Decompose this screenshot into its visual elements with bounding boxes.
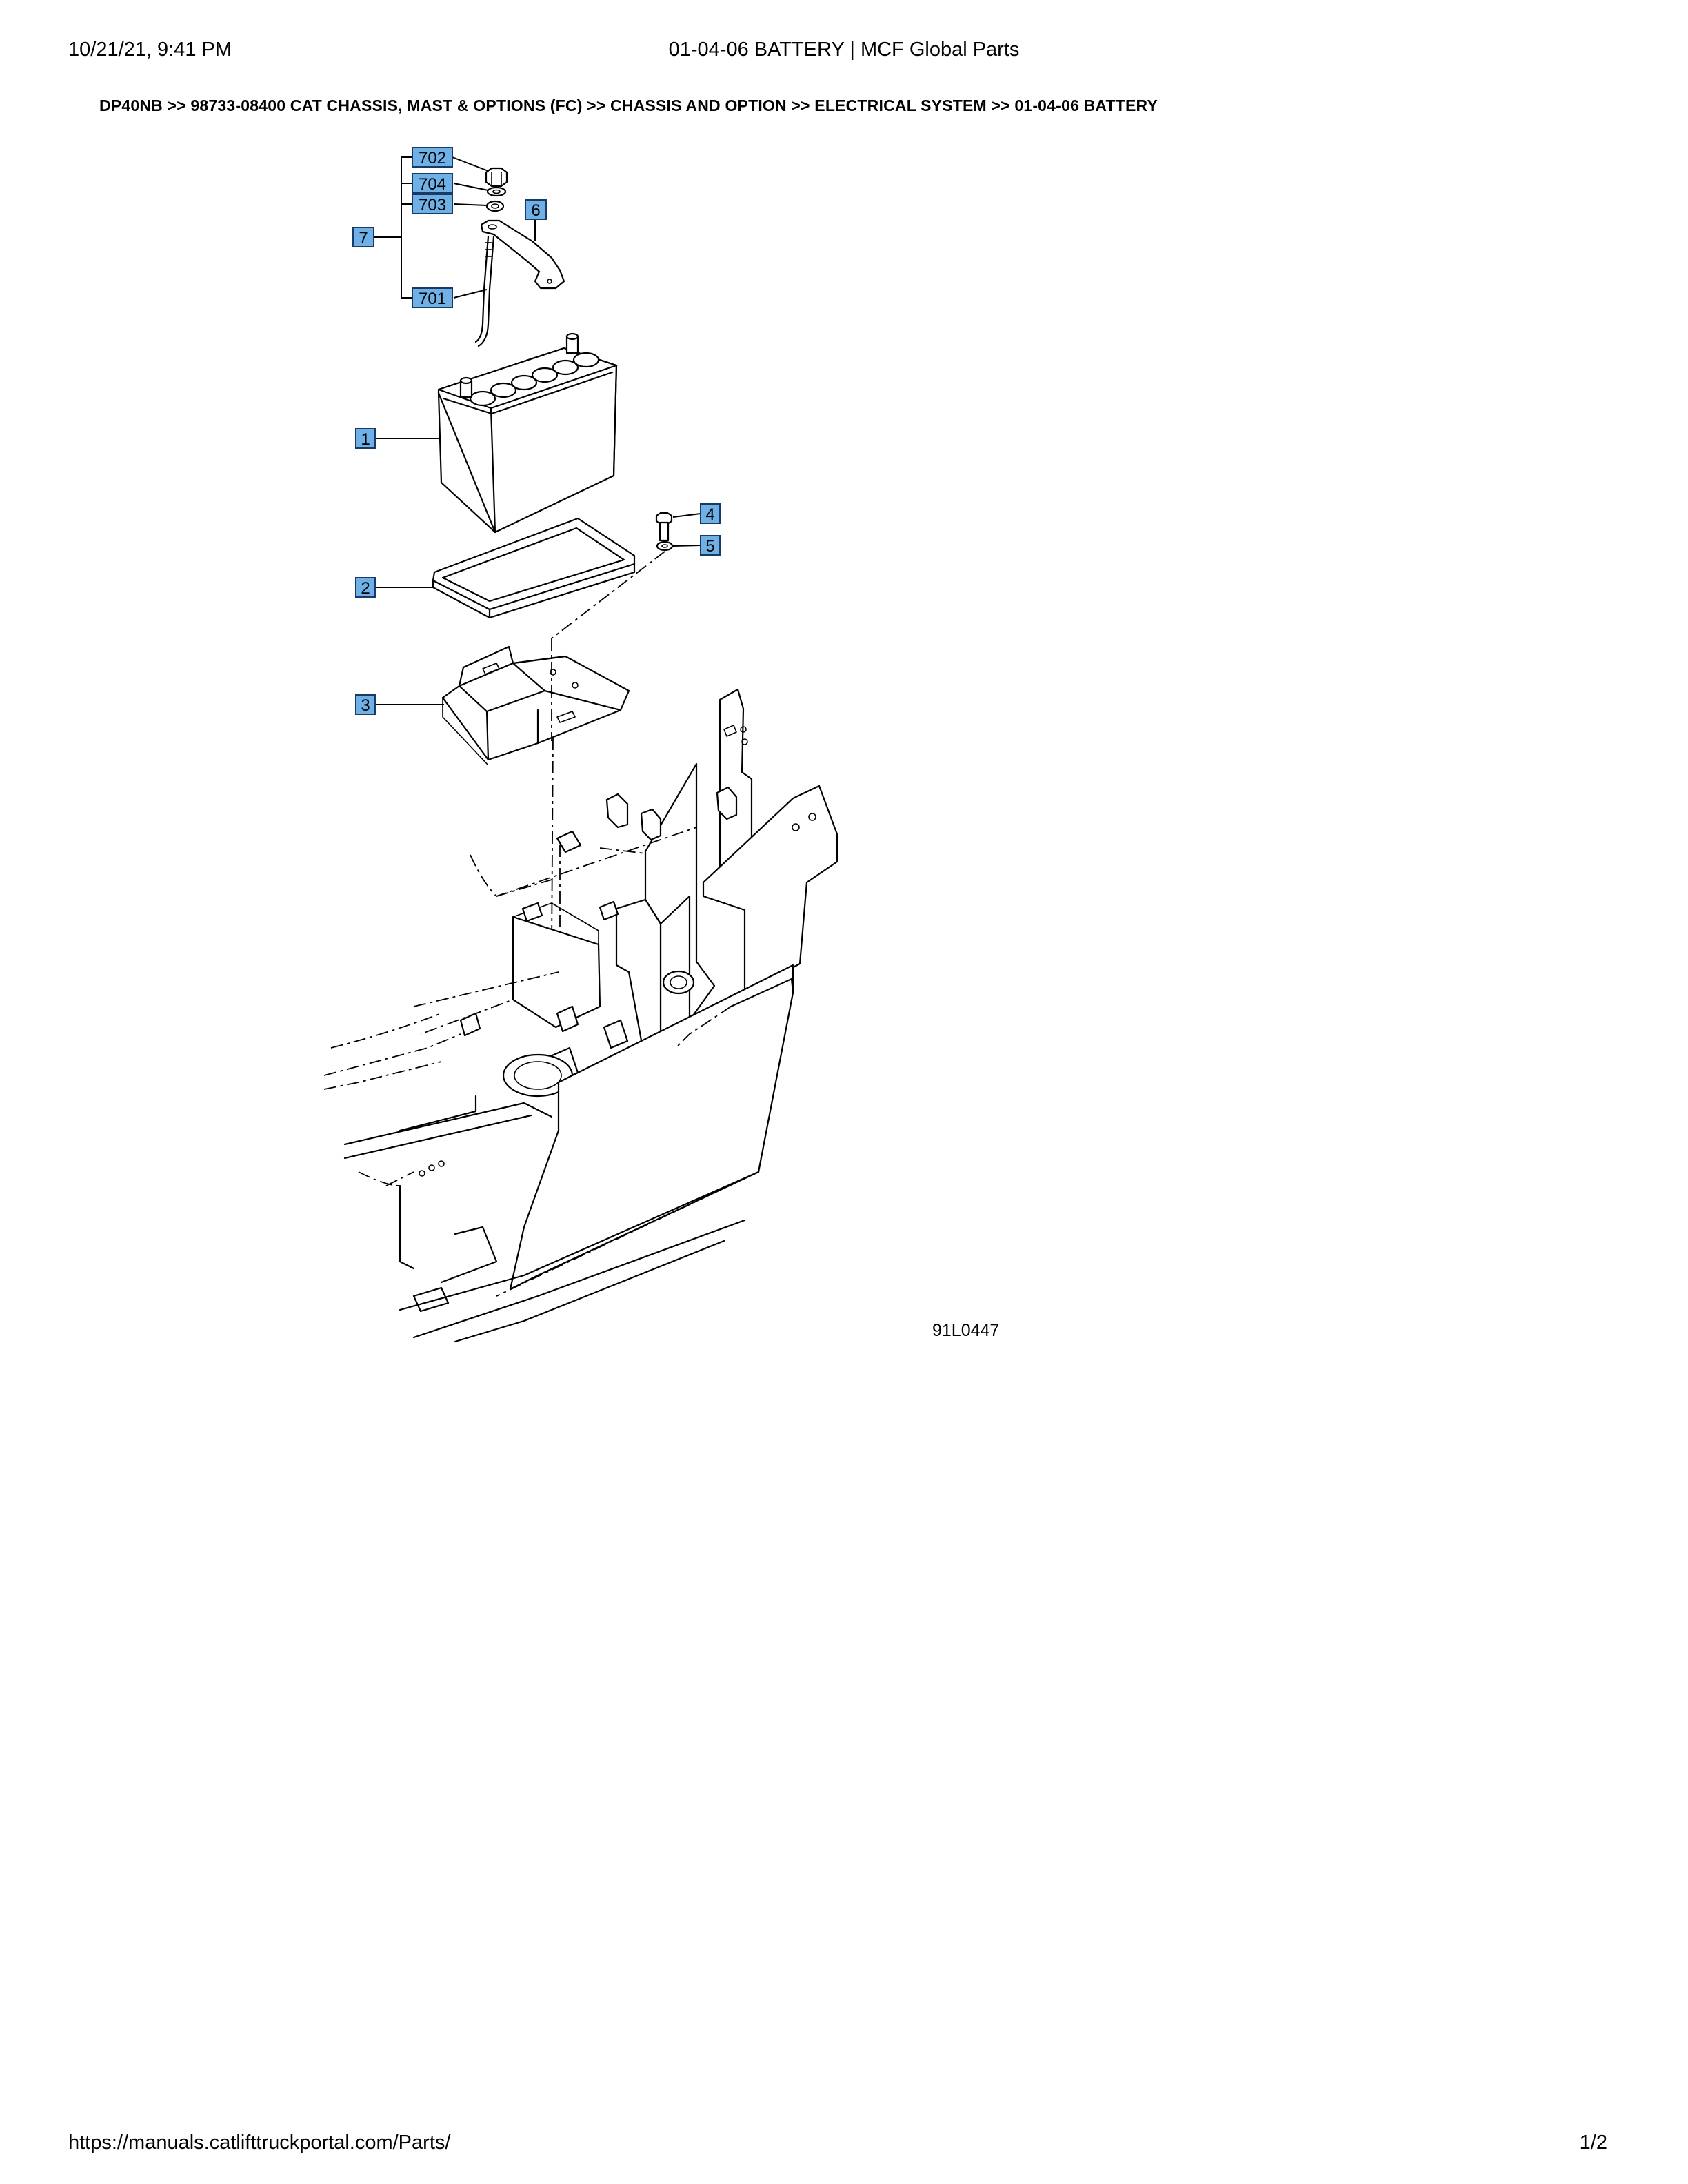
breadcrumb-item-current: 01-04-06 BATTERY	[1014, 97, 1158, 114]
breadcrumb-separator: >>	[986, 97, 1015, 114]
bolt-4	[655, 512, 673, 542]
callout-label: 6	[531, 201, 540, 220]
callout-label: 701	[419, 290, 446, 308]
callout-2[interactable]: 2	[355, 577, 376, 598]
battery-1	[437, 332, 618, 534]
washer-5	[656, 540, 674, 552]
callout-702[interactable]: 702	[412, 147, 453, 168]
battery-tray-2	[432, 517, 636, 619]
leader-lines	[374, 156, 701, 705]
hook-bolt-701	[474, 235, 495, 347]
print-datetime: 10/21/21, 9:41 PM	[68, 39, 232, 61]
callout-5[interactable]: 5	[700, 535, 721, 556]
nut-702	[485, 167, 508, 188]
breadcrumb-item-catalog[interactable]: 98733-08400 CAT CHASSIS, MAST & OPTIONS …	[190, 97, 583, 114]
figure-id: 91L0447	[932, 1321, 1000, 1340]
footer-url: https://manuals.catlifttruckportal.com/P…	[68, 2132, 451, 2154]
callout-4[interactable]: 4	[700, 503, 721, 524]
breadcrumb-separator: >>	[786, 97, 815, 114]
callout-label: 703	[419, 196, 446, 214]
callout-label: 5	[705, 537, 714, 556]
callout-label: 3	[361, 696, 370, 715]
breadcrumb: DP40NB >> 98733-08400 CAT CHASSIS, MAST …	[99, 97, 1158, 115]
washer-704	[486, 186, 507, 197]
callout-703[interactable]: 703	[412, 194, 453, 214]
washer-703	[485, 200, 505, 212]
callout-label: 4	[705, 505, 714, 524]
callout-label: 704	[419, 175, 446, 194]
callout-label: 7	[359, 229, 368, 247]
breadcrumb-item-model[interactable]: DP40NB	[99, 97, 163, 114]
breadcrumb-separator: >>	[162, 97, 191, 114]
battery-bracket-3	[441, 645, 630, 766]
battery-clamp-6	[480, 219, 565, 290]
breadcrumb-item-section[interactable]: CHASSIS AND OPTION	[610, 97, 787, 114]
battery-caps	[469, 352, 600, 407]
fuel-port	[502, 1053, 574, 1098]
callout-701[interactable]: 701	[412, 287, 453, 308]
breadcrumb-separator: >>	[582, 97, 611, 114]
callout-3[interactable]: 3	[355, 694, 376, 715]
callout-1[interactable]: 1	[355, 428, 376, 449]
breadcrumb-item-group[interactable]: ELECTRICAL SYSTEM	[814, 97, 987, 114]
chassis-frame	[323, 688, 838, 1343]
filler-cap	[662, 970, 695, 995]
page-title: 01-04-06 BATTERY | MCF Global Parts	[668, 39, 1020, 61]
callout-6[interactable]: 6	[525, 199, 547, 220]
page-number: 1/2	[1579, 2132, 1607, 2154]
callout-704[interactable]: 704	[412, 173, 453, 194]
callout-7[interactable]: 7	[352, 227, 374, 247]
battery-terminal	[459, 332, 579, 398]
callout-label: 2	[361, 579, 370, 598]
callout-label: 702	[419, 149, 446, 168]
callout-label: 1	[361, 430, 370, 449]
